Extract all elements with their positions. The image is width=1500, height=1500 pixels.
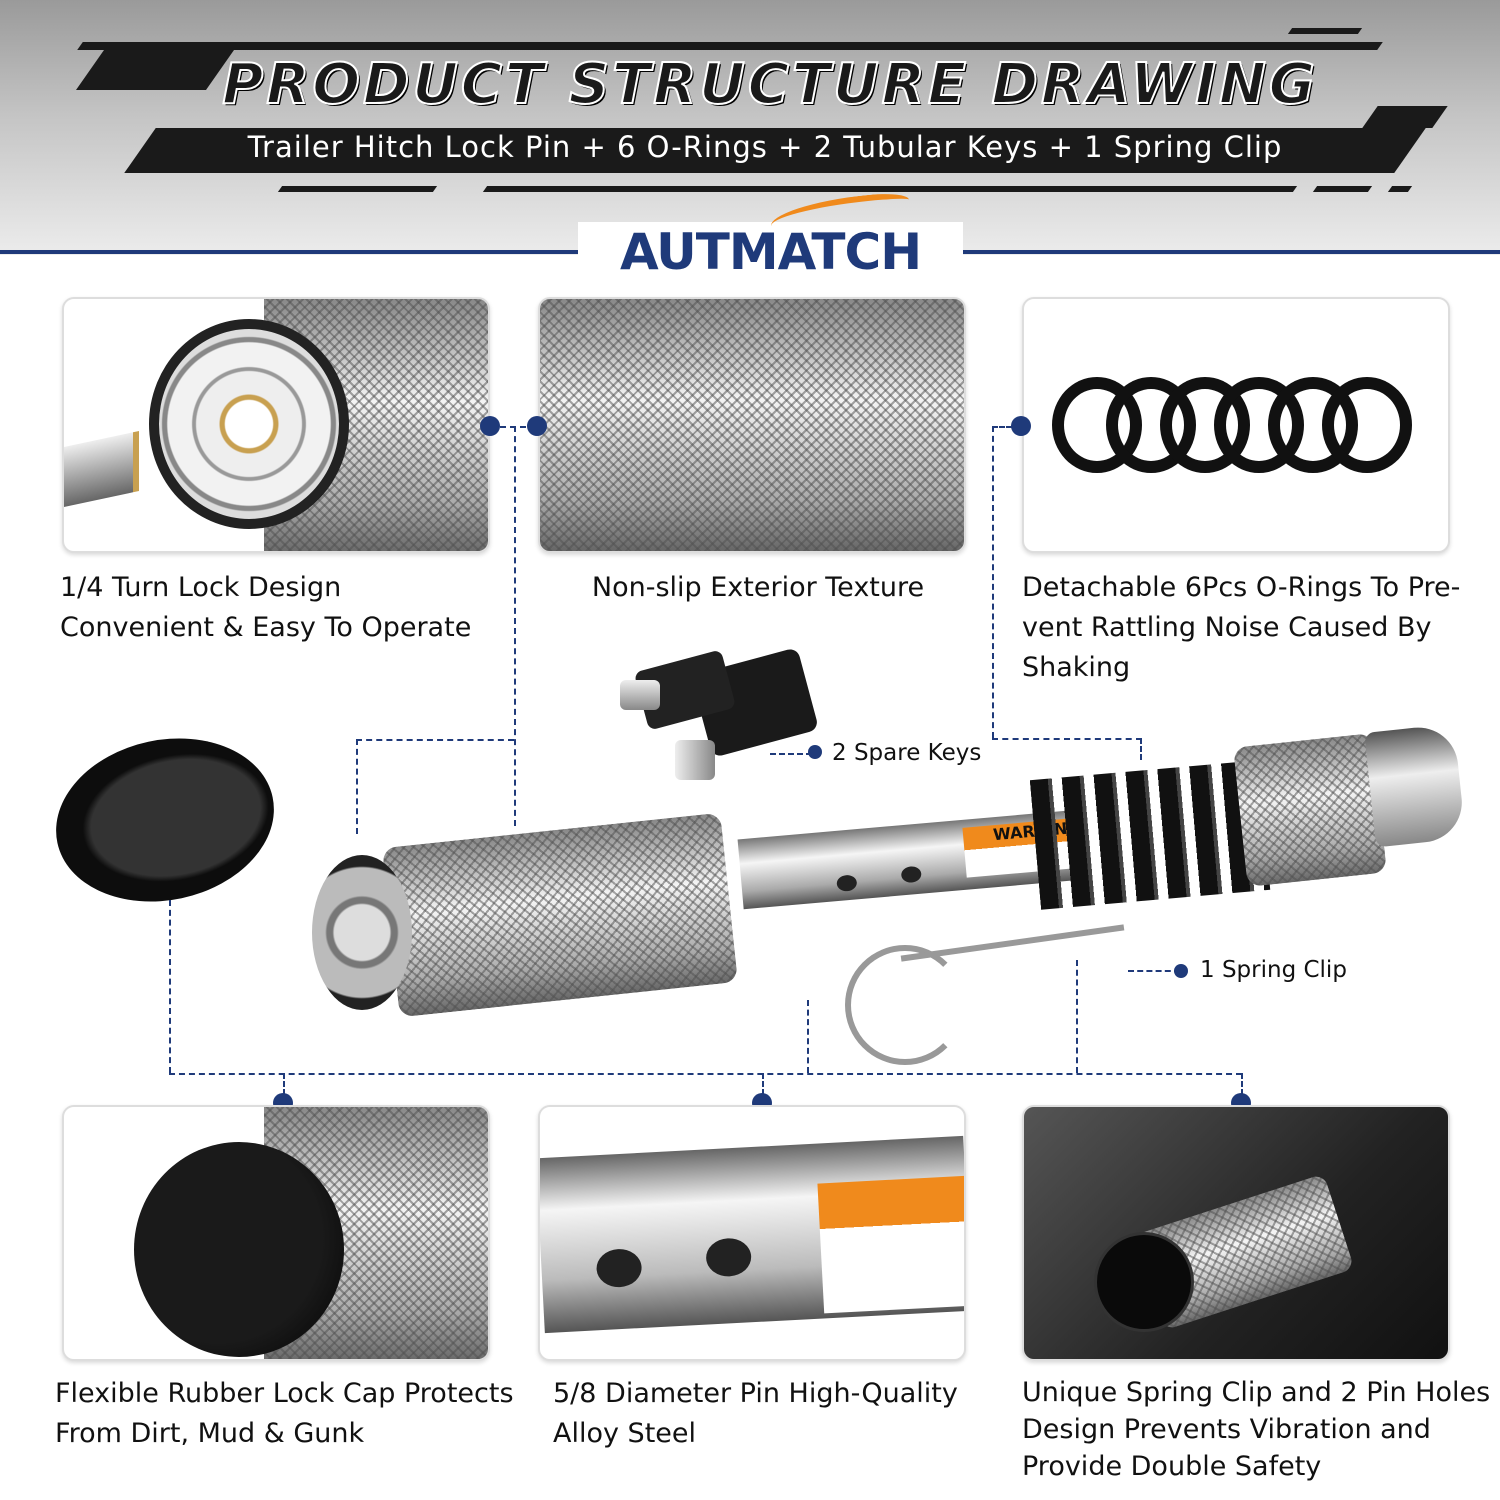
decor-stripe bbox=[1387, 186, 1413, 192]
pin-shaft: WARNING bbox=[737, 810, 1087, 910]
brand-logo: AUTMATCH bbox=[578, 222, 963, 282]
logo-text: AUTMATCH bbox=[619, 223, 922, 281]
decor-stripe bbox=[1312, 186, 1373, 192]
feature-caption: 5/8 Diameter Pin High-Quality Alloy Stee… bbox=[553, 1378, 958, 1449]
lock-cylinder-icon bbox=[149, 319, 349, 529]
feature-image-cap bbox=[62, 1105, 490, 1361]
o-ring-icon bbox=[1322, 377, 1412, 473]
feature-image-texture bbox=[538, 297, 966, 553]
decor-stripe bbox=[1362, 106, 1448, 128]
connector-dot bbox=[527, 416, 547, 436]
feature-image-orings bbox=[1022, 297, 1450, 553]
callout-dot bbox=[1174, 964, 1188, 978]
decor-stripe bbox=[1287, 28, 1363, 34]
page-subtitle: Trailer Hitch Lock Pin + 6 O-Rings + 2 T… bbox=[247, 130, 1283, 164]
pin-end-knurl bbox=[1233, 733, 1387, 887]
pin-handle bbox=[382, 812, 738, 1018]
callout-clip: 1 Spring Clip bbox=[1200, 957, 1347, 983]
connector-dot bbox=[1011, 416, 1031, 436]
feature-caption: Non-slip Exterior Texture bbox=[591, 572, 925, 603]
rubber-cap-image bbox=[40, 718, 290, 922]
decor-stripe bbox=[277, 186, 438, 192]
decor-stripe bbox=[77, 42, 1383, 50]
callout-keys: 2 Spare Keys bbox=[832, 740, 982, 766]
decor-stripe bbox=[482, 186, 1298, 192]
feature-image-pin bbox=[538, 1105, 966, 1361]
feature-image-lock bbox=[62, 297, 490, 553]
spare-keys-image bbox=[620, 640, 820, 780]
o-rings-on-pin bbox=[1029, 760, 1271, 910]
feature-caption: 1/4 Turn Lock Design Convenient & Easy T… bbox=[60, 572, 472, 643]
page-title: PRODUCT STRUCTURE DRAWING bbox=[221, 51, 1318, 118]
pin-end-cap bbox=[1364, 723, 1466, 848]
header-banner bbox=[0, 0, 1500, 255]
key-icon bbox=[64, 431, 139, 507]
feature-caption: Detachable 6Pcs O-Rings To Pre-vent Ratt… bbox=[1022, 572, 1461, 683]
feature-image-installed bbox=[1022, 1105, 1450, 1361]
feature-caption: Unique Spring Clip and 2 Pin Holes Desig… bbox=[1022, 1377, 1491, 1482]
callout-dot bbox=[808, 745, 822, 759]
spring-clip-image bbox=[845, 945, 965, 1065]
rubber-cap-icon bbox=[134, 1142, 344, 1357]
lock-face bbox=[312, 855, 412, 1010]
feature-caption: Flexible Rubber Lock Cap Protects From D… bbox=[55, 1378, 514, 1449]
